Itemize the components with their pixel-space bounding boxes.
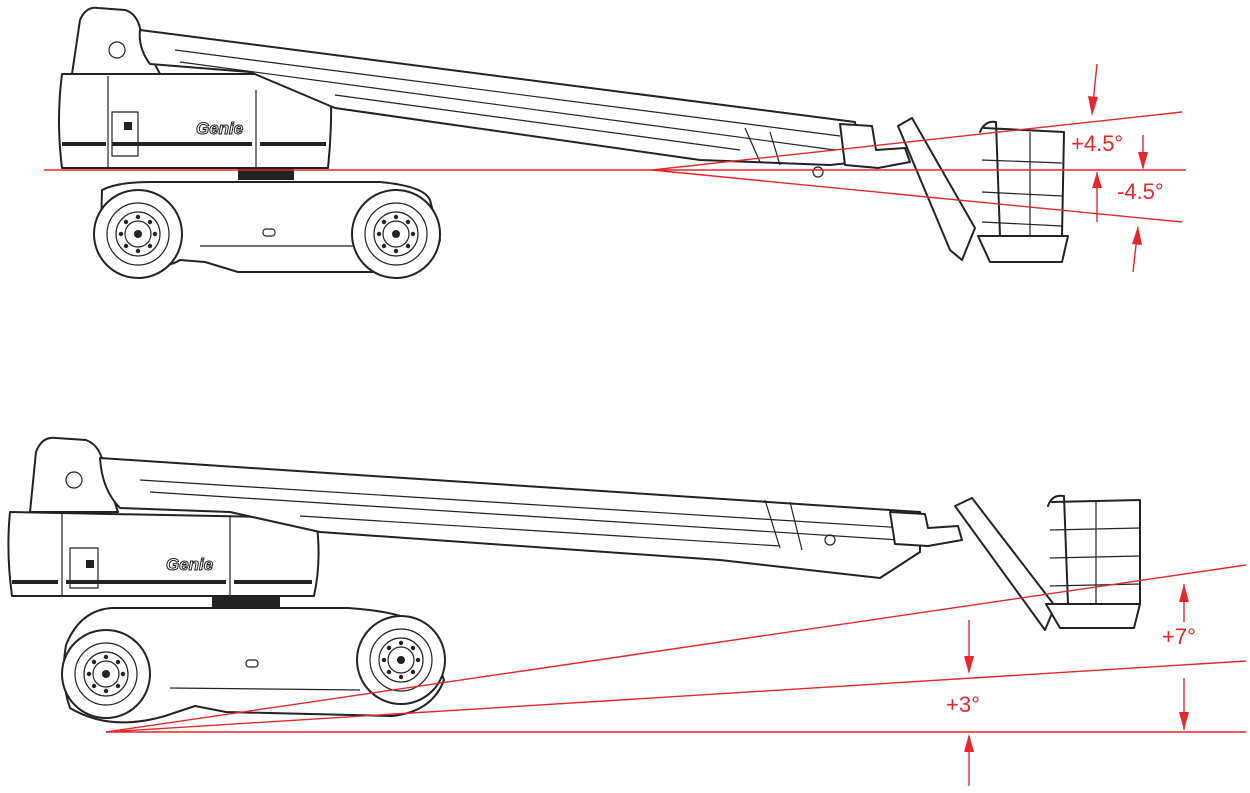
bottom-small-arrow-bottom [964, 734, 974, 752]
bottom-large-angle-line [105, 564, 1247, 733]
top-turntable: Genie [58, 73, 333, 180]
top-jib [839, 117, 976, 261]
bottom-lift-view: Genie [7, 436, 1247, 786]
bottom-small-arrow-top [964, 656, 974, 674]
bottom-rear-wheel [61, 629, 151, 719]
top-front-wheel [351, 189, 441, 279]
top-rear-wheel [93, 189, 183, 279]
bottom-jib [889, 497, 1056, 631]
top-platform [977, 120, 1069, 263]
top-down-arrow-head [1132, 226, 1142, 245]
bottom-large-angle-label: +7° [1162, 624, 1196, 649]
top-boom [138, 29, 861, 178]
top-up-angle-line [651, 111, 1183, 171]
top-angle-lines: +4.5° -4.5° [44, 63, 1186, 273]
bottom-small-angle-label: +3° [946, 692, 980, 717]
top-minus-angle-label: -4.5° [1117, 179, 1164, 204]
bottom-chassis [62, 607, 445, 724]
bottom-large-arrow-bottom [1179, 712, 1189, 730]
top-down-angle-line [651, 169, 1183, 223]
bottom-small-angle-line [105, 660, 1247, 733]
bottom-boom [99, 457, 921, 579]
top-plus-angle-label: +4.5° [1071, 131, 1123, 156]
bottom-front-wheel [356, 615, 446, 705]
top-up-arrow-head [1088, 96, 1098, 116]
top-lift-view: Genie [44, 6, 1186, 279]
bottom-angle-lines: +3° +7° [105, 564, 1247, 786]
top-brand-logo: Genie [196, 119, 243, 138]
bottom-brand-logo: Genie [166, 555, 213, 574]
bottom-large-arrow-top [1179, 584, 1189, 602]
bottom-turntable: Genie [7, 511, 320, 608]
bottom-platform [1045, 494, 1141, 629]
